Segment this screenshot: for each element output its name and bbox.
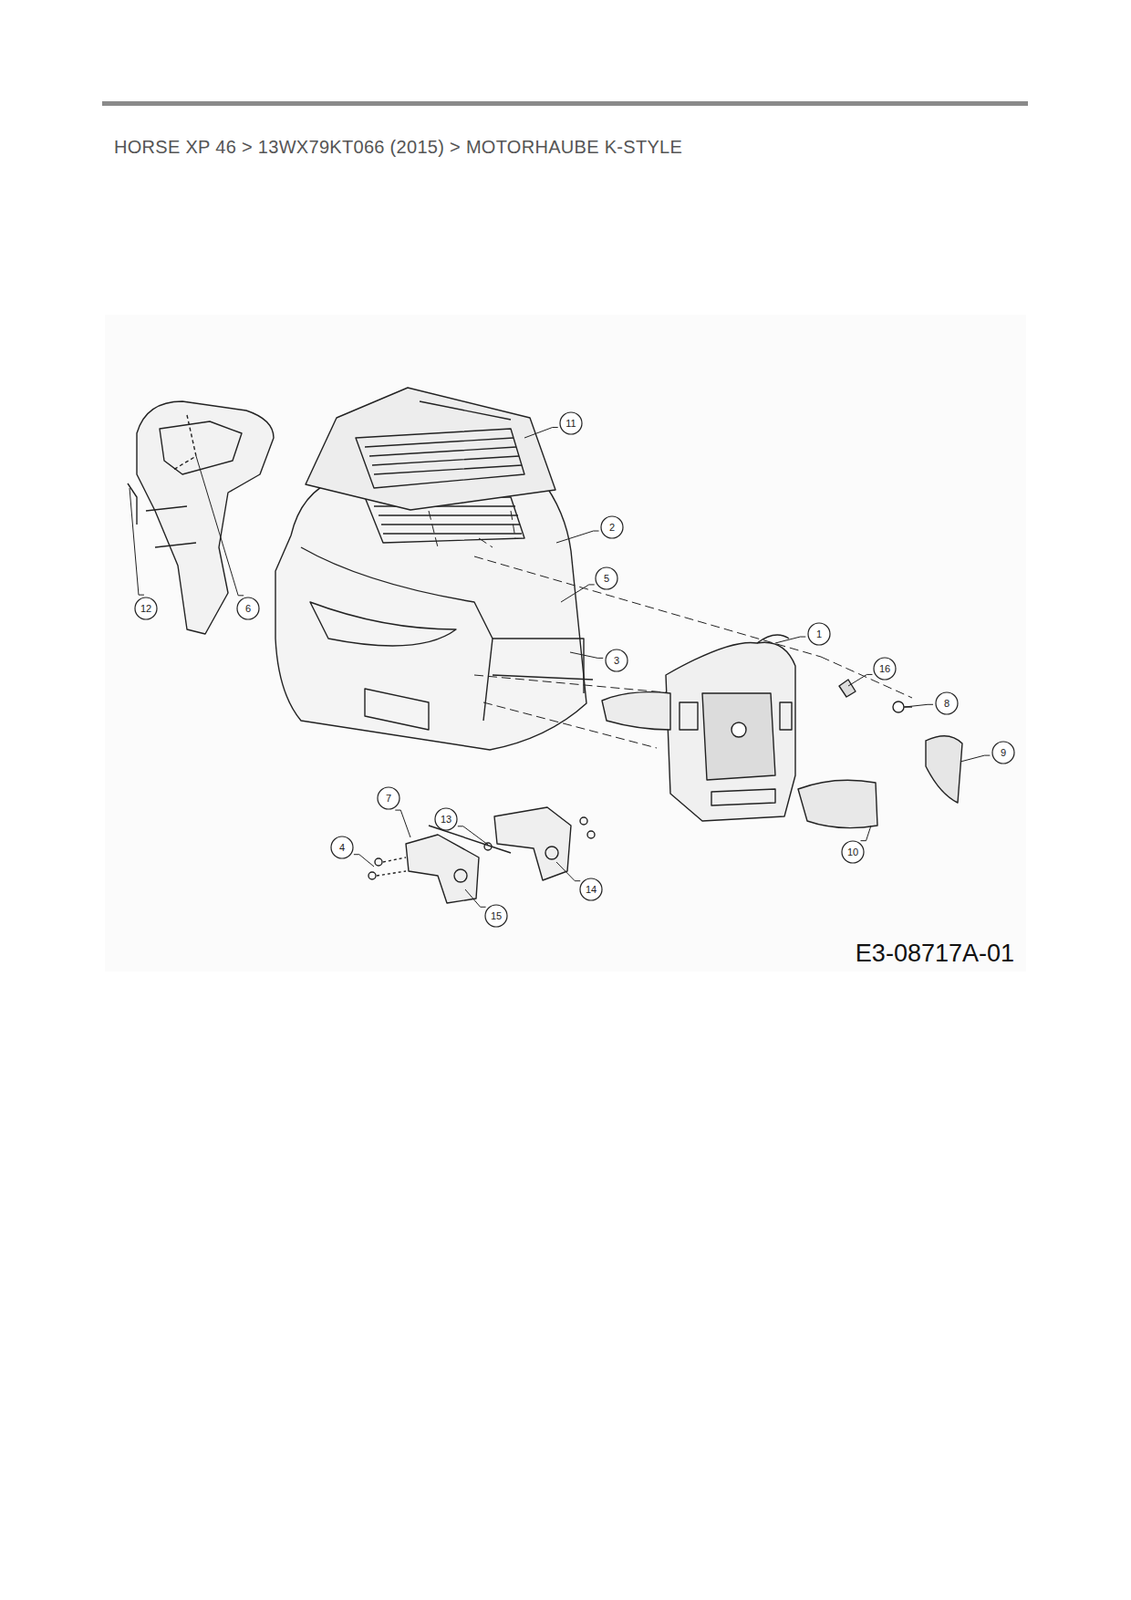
callout-number: 14 [581, 879, 602, 900]
callout-circle [377, 787, 400, 810]
callout-circle [935, 692, 958, 715]
header-rule [102, 101, 1028, 106]
callout-circle [435, 808, 457, 831]
leader-line [848, 674, 872, 686]
callout-circle [873, 657, 896, 680]
callout-circle [808, 622, 831, 645]
callout-number: 16 [874, 658, 895, 679]
callout-number: 9 [993, 742, 1014, 763]
callout-number: 10 [842, 841, 863, 862]
leader-line [861, 825, 872, 841]
diagram-ground [104, 314, 1027, 972]
callout-number: 1 [809, 623, 830, 644]
hood [275, 478, 593, 750]
leader-line [457, 826, 488, 845]
leader-line [775, 636, 806, 644]
callout-circle [992, 741, 1015, 764]
fender [127, 401, 274, 634]
leader-line [196, 456, 244, 596]
leader-line [556, 861, 581, 882]
leader-line [570, 652, 603, 658]
grille [601, 634, 796, 821]
leader-line [394, 809, 411, 838]
callout-number: 8 [936, 693, 957, 714]
callout-number: 4 [332, 837, 353, 858]
leader-line [556, 530, 600, 543]
callout-circle [580, 878, 602, 901]
leader-line [129, 487, 145, 595]
callout-circle [134, 597, 157, 620]
callout-number: 6 [238, 598, 259, 619]
callout-circle [605, 649, 628, 672]
callout-circle [485, 904, 508, 927]
vent-panel [305, 387, 556, 510]
callout-circle [595, 567, 618, 590]
brackets [368, 807, 595, 903]
lower-panel [798, 779, 878, 828]
callout-circle [237, 597, 260, 620]
drawing-number: E3-08717A-01 [855, 939, 1015, 968]
leader-line [904, 704, 934, 707]
leader-line [524, 426, 559, 438]
callout-number: 2 [601, 517, 623, 538]
assembly-lines [428, 510, 913, 748]
leader-line [353, 854, 374, 867]
leader-line [960, 755, 990, 762]
callout-number: 12 [135, 598, 156, 619]
callout-number: 11 [560, 413, 582, 434]
callout-number: 13 [435, 809, 457, 830]
callout-circle [601, 516, 623, 539]
breadcrumb-title: HORSE XP 46 > 13WX79KT066 (2015) > MOTOR… [114, 136, 683, 158]
callout-circle [331, 836, 353, 859]
callout-circle [560, 412, 582, 435]
callout-circle [841, 840, 864, 863]
leader-line [465, 889, 487, 907]
callout-number: 15 [486, 905, 507, 926]
callout-number: 7 [378, 788, 399, 809]
lens [925, 736, 963, 803]
callout-number: 3 [606, 650, 627, 671]
leader-line [560, 584, 595, 602]
callout-number: 5 [596, 568, 617, 589]
